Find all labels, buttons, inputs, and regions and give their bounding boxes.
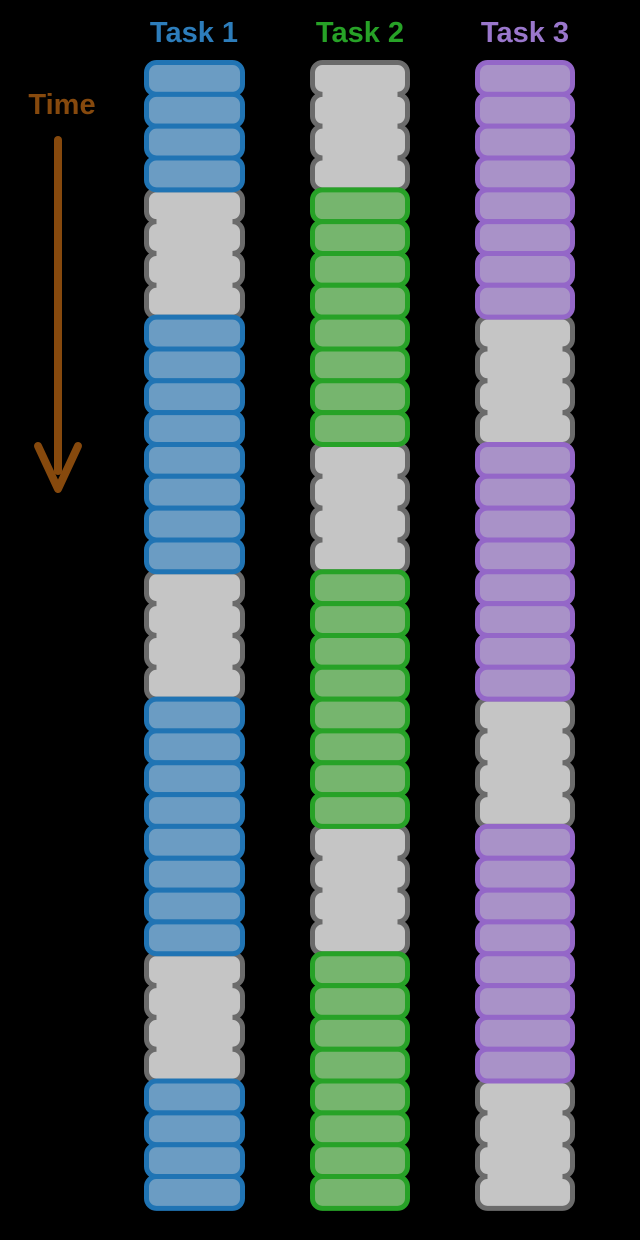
running-slice (310, 632, 410, 670)
running-slice (310, 1174, 410, 1211)
running-slice (144, 1174, 245, 1211)
waiting-segment (475, 1078, 575, 1211)
running-slice (144, 855, 245, 893)
running-slice (310, 1078, 410, 1116)
waiting-segment (475, 314, 575, 447)
running-slice (310, 1014, 410, 1052)
running-slice (475, 282, 575, 320)
running-slice (144, 1078, 245, 1116)
running-slice (475, 1046, 575, 1084)
running-slice (144, 1110, 245, 1148)
running-slice (144, 919, 245, 957)
running-slice (475, 919, 575, 957)
running-slice (310, 219, 410, 256)
running-slice (310, 951, 410, 989)
running-slice (310, 282, 410, 320)
running-slice (310, 1142, 410, 1180)
running-slice (475, 155, 575, 193)
time-arrow-icon (34, 136, 82, 493)
waiting-segment (310, 60, 410, 193)
running-slice (144, 123, 245, 161)
waiting-segment (475, 696, 575, 829)
running-slice (310, 1110, 410, 1148)
running-slice (144, 537, 245, 575)
running-slice (144, 823, 245, 861)
running-slice (475, 951, 575, 989)
running-slice (144, 155, 245, 193)
running-slice (310, 792, 410, 829)
running-slice (310, 314, 410, 352)
task-3-column-label: Task 3 (480, 17, 570, 49)
running-slice (310, 983, 410, 1020)
waiting-segment (144, 187, 245, 320)
running-slice (475, 60, 575, 97)
running-slice (144, 696, 245, 734)
task-2-column-label: Task 2 (315, 17, 405, 49)
running-slice (310, 760, 410, 798)
running-slice (475, 632, 575, 670)
running-slice (310, 187, 410, 225)
running-slice (144, 760, 245, 798)
running-slice (144, 91, 245, 129)
running-slice (144, 378, 245, 416)
running-slice (475, 219, 575, 256)
task-columns (144, 60, 575, 1211)
task-column-2 (310, 60, 410, 1211)
running-slice (310, 664, 410, 702)
running-slice (310, 569, 410, 607)
running-slice (475, 250, 575, 288)
task-column-1 (144, 60, 245, 1211)
running-slice (144, 314, 245, 352)
running-slice (310, 728, 410, 766)
running-slice (310, 250, 410, 288)
running-slice (144, 728, 245, 766)
running-slice (144, 60, 245, 97)
running-slice (144, 441, 245, 479)
running-slice (475, 601, 575, 638)
waiting-segment (144, 951, 245, 1084)
running-slice (144, 505, 245, 543)
running-slice (475, 187, 575, 225)
running-slice (475, 569, 575, 607)
running-slice (144, 792, 245, 829)
task-column-3 (475, 60, 575, 1211)
running-slice (310, 1046, 410, 1084)
running-slice (475, 505, 575, 543)
waiting-segment (310, 441, 410, 575)
running-slice (475, 983, 575, 1020)
running-slice (475, 855, 575, 893)
waiting-segment (310, 823, 410, 957)
waiting-segment (144, 569, 245, 702)
running-slice (144, 1142, 245, 1180)
running-slice (144, 410, 245, 447)
running-slice (475, 441, 575, 479)
running-slice (475, 664, 575, 702)
running-slice (144, 473, 245, 511)
running-slice (475, 473, 575, 511)
running-slice (475, 1014, 575, 1052)
running-slice (475, 91, 575, 129)
running-slice (475, 823, 575, 861)
running-slice (475, 887, 575, 925)
running-slice (310, 346, 410, 384)
running-slice (310, 410, 410, 447)
running-slice (310, 601, 410, 638)
running-slice (310, 378, 410, 416)
running-slice (144, 887, 245, 925)
running-slice (144, 346, 245, 384)
task-1-column-label: Task 1 (149, 17, 239, 49)
running-slice (475, 123, 575, 161)
running-slice (475, 537, 575, 575)
running-slice (310, 696, 410, 734)
time-axis-label: Time (28, 89, 96, 121)
